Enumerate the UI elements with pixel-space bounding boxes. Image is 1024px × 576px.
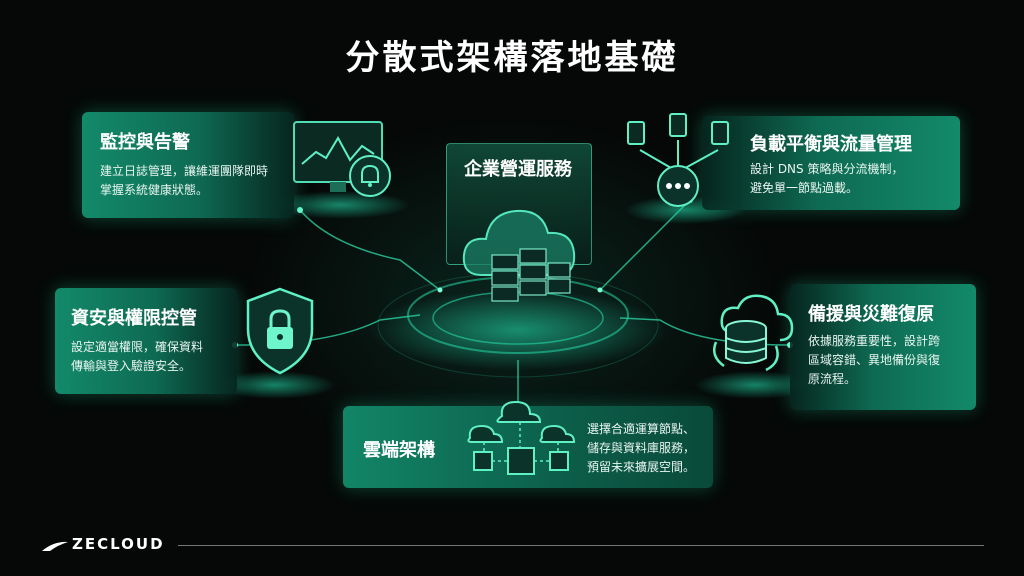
footer-logo: ZECLOUD	[72, 535, 165, 553]
card-disaster-recovery-desc: 依據服務重要性，設計跨 區域容錯、異地備份與復 原流程。	[808, 334, 941, 386]
shield-lock-icon	[246, 287, 314, 375]
card-load-balancing: 負載平衡與流量管理 設計 DNS 策略與分流機制， 避免單一節點過載。	[702, 116, 960, 210]
card-cloud-architecture-title: 雲端架構	[363, 440, 435, 461]
card-cloud-architecture-desc: 選擇合適運算節點、 儲存與資料庫服務， 預留未來擴展空間。	[587, 422, 696, 474]
footer-divider	[178, 545, 984, 546]
center-label: 企業營運服務	[464, 159, 572, 180]
card-security: 資安與權限控管 設定適當權限，確保資料 傳輸與登入驗證安全。	[55, 288, 237, 394]
card-monitoring-desc: 建立日誌管理，讓維運團隊即時 掌握系統健康狀態。	[100, 164, 269, 197]
card-security-title: 資安與權限控管	[71, 308, 197, 329]
cloud-server-icon	[462, 209, 576, 302]
card-load-balancing-desc: 設計 DNS 策略與分流機制， 避免單一節點過載。	[750, 162, 904, 195]
monitor-alert-icon	[293, 121, 391, 197]
backup-database-icon	[713, 294, 794, 372]
card-load-balancing-title: 負載平衡與流量管理	[750, 134, 912, 155]
cloud-nodes-icon	[467, 400, 576, 475]
card-monitoring-title: 監控與告警	[100, 132, 190, 153]
logo-swoosh-icon	[42, 541, 68, 551]
load-balancer-icon	[627, 113, 729, 207]
card-monitoring: 監控與告警 建立日誌管理，讓維運團隊即時 掌握系統健康狀態。	[82, 112, 294, 218]
page-title: 分散式架構落地基礎	[345, 38, 679, 78]
card-disaster-recovery: 備援與災難復原 依據服務重要性，設計跨 區域容錯、異地備份與復 原流程。	[790, 284, 976, 410]
card-security-desc: 設定適當權限，確保資料 傳輸與登入驗證安全。	[71, 340, 204, 373]
card-disaster-recovery-title: 備援與災難復原	[808, 304, 934, 325]
